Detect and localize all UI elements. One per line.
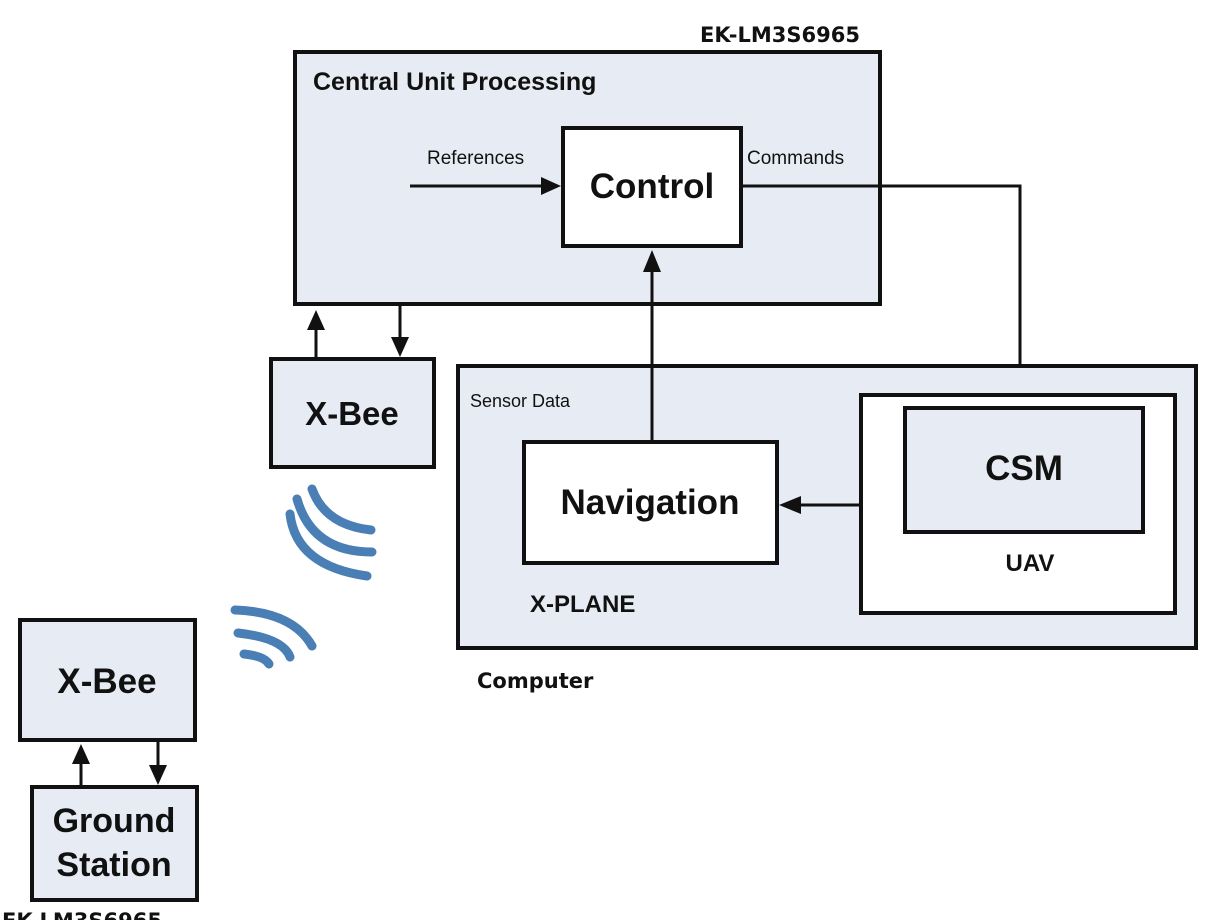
uav-to-navigation-arrowhead [779, 496, 801, 514]
uav-label: UAV [1006, 550, 1055, 577]
csm-block [903, 406, 1145, 534]
ground-station-label-line1: Ground [53, 802, 176, 840]
wireless-signal-icon [230, 605, 317, 669]
csm-label: CSM [985, 449, 1063, 488]
navigation-to-control-arrowhead [643, 250, 661, 272]
commands-connector [741, 184, 1022, 377]
bottom-board-label: EK-LM3S6965 [2, 909, 162, 920]
central-unit-processing-title: Central Unit Processing [313, 68, 596, 96]
references-arrowhead [541, 177, 561, 195]
xplane-label: X-PLANE [530, 591, 635, 618]
computer-label: Computer [477, 669, 594, 693]
xbee-to-cpu-arrowhead [307, 310, 325, 330]
commands-label: Commands [747, 148, 844, 169]
xbee-bottom-label: X-Bee [57, 662, 156, 701]
cpu-to-xbee-arrowhead [391, 337, 409, 357]
control-label: Control [590, 167, 714, 206]
xbee-to-ground-arrowhead [149, 765, 167, 785]
wireless-signal-icon [285, 484, 377, 581]
xbee-bottom-box [18, 618, 197, 742]
navigation-label: Navigation [561, 483, 740, 522]
xbee-top-box [269, 357, 436, 469]
ground-station-box [30, 785, 199, 902]
references-label: References [427, 148, 524, 169]
ground-station-label-line2: Station [56, 846, 171, 884]
ground-to-xbee-arrowhead [72, 744, 90, 764]
control-block [561, 126, 743, 248]
xbee-top-label: X-Bee [305, 395, 399, 432]
navigation-block [522, 440, 779, 565]
top-board-label: EK-LM3S6965 [700, 23, 860, 47]
sensor-data-label: Sensor Data [470, 391, 571, 411]
